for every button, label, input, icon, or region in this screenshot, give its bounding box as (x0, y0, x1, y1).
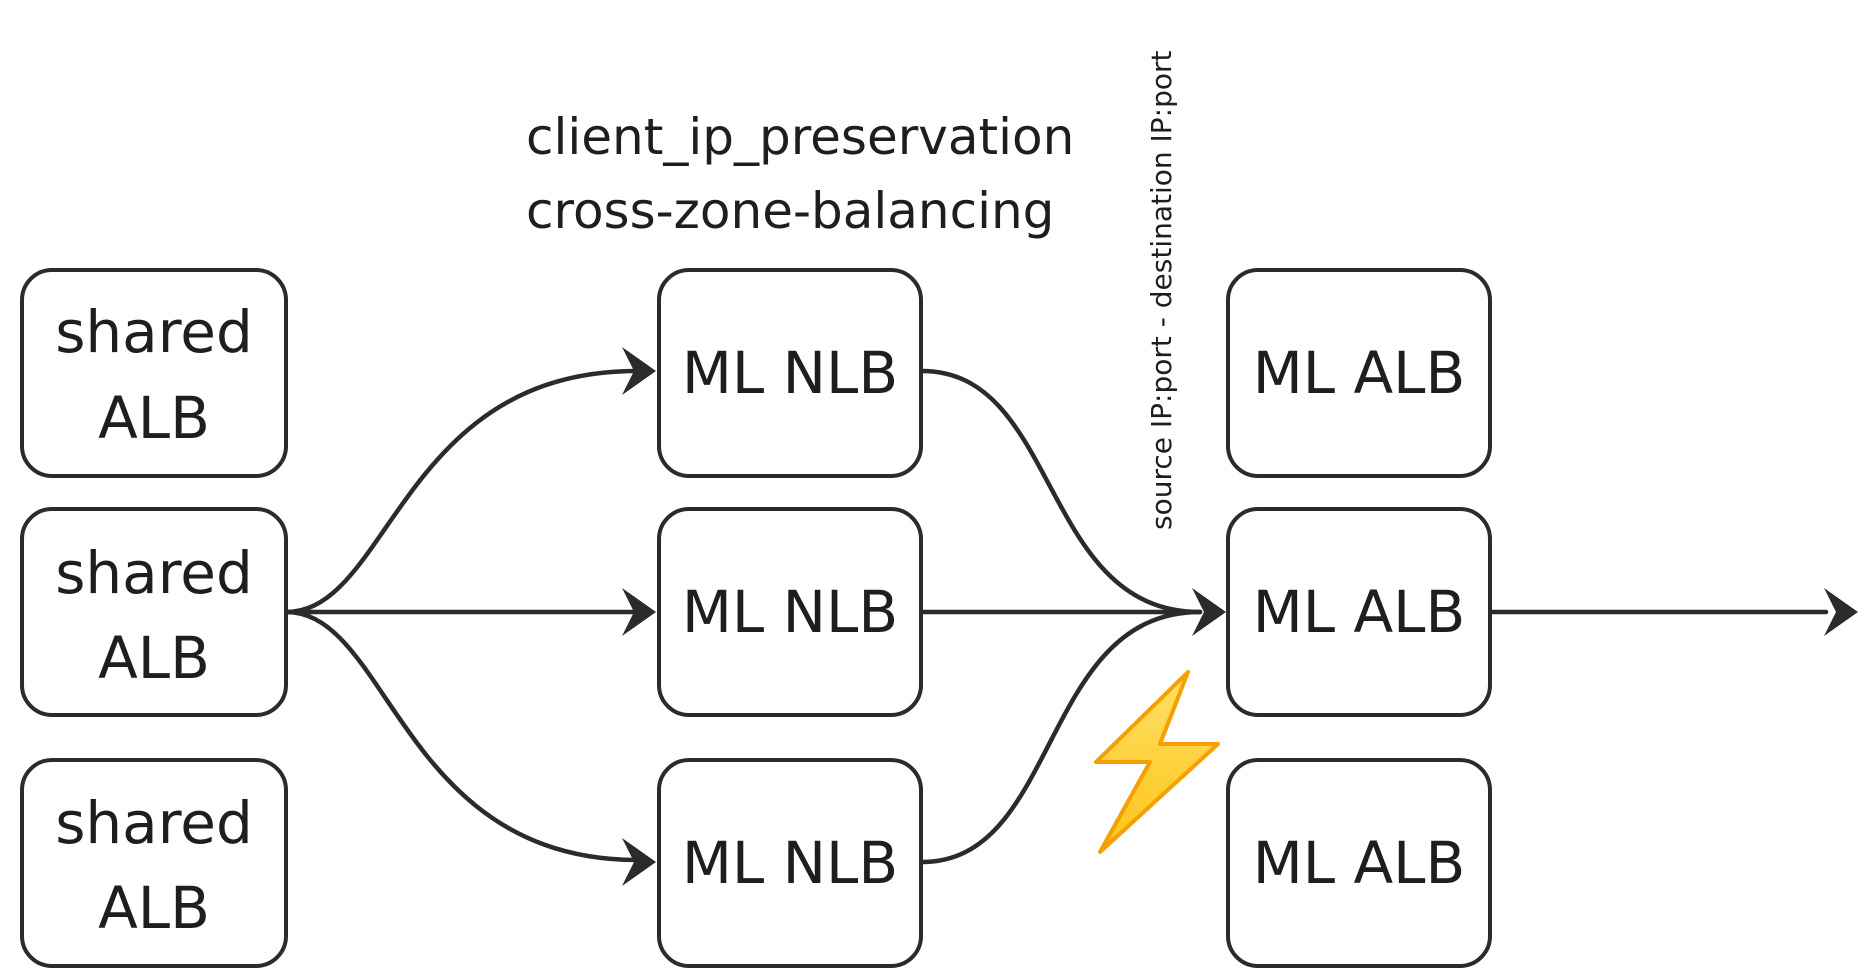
arrowhead-outside (1824, 588, 1858, 636)
edge-shared-alb-to-ml-nlb-3 (283, 609, 641, 863)
edge-label-source-destination: source IP:port - destination IP:port (1145, 50, 1178, 530)
ml-nlb-2-label: ML NLB (682, 578, 898, 646)
shared-alb-2-line2: ALB (98, 624, 210, 692)
arrowhead-ml-nlb-2 (622, 588, 656, 636)
shared-alb-1-line2: ALB (98, 384, 210, 452)
ml-nlb-node-1: ML NLB (657, 268, 923, 478)
lightning-bolt-icon (1094, 670, 1220, 854)
shared-alb-node-1: shared ALB (20, 268, 288, 478)
shared-alb-1-line1: shared (55, 298, 253, 366)
ml-alb-1-label: ML ALB (1253, 339, 1466, 407)
arrowhead-ml-alb-2 (1192, 588, 1226, 636)
shared-alb-2-line1: shared (55, 539, 253, 607)
arrowhead-ml-nlb-3 (622, 838, 656, 886)
edge-ml-nlb-1-to-ml-alb-2 (919, 368, 1203, 615)
edge-ml-nlb-3-to-ml-alb-2 (919, 609, 1203, 865)
note-cross-zone-balancing: cross-zone-balancing (526, 182, 1054, 240)
ml-alb-node-1: ML ALB (1226, 268, 1492, 478)
ml-alb-node-2: ML ALB (1226, 507, 1492, 717)
shared-alb-node-3: shared ALB (20, 758, 288, 968)
edge-shared-alb-to-ml-nlb-1 (283, 368, 641, 615)
shared-alb-node-2: shared ALB (20, 507, 288, 717)
ml-nlb-node-2: ML NLB (657, 507, 923, 717)
shared-alb-3-line2: ALB (98, 874, 210, 942)
arrowhead-ml-nlb-1 (622, 347, 656, 395)
ml-nlb-1-label: ML NLB (682, 339, 898, 407)
ml-alb-node-3: ML ALB (1226, 758, 1492, 968)
ml-nlb-3-label: ML NLB (682, 829, 898, 897)
ml-alb-3-label: ML ALB (1253, 829, 1466, 897)
note-client-ip-preservation: client_ip_preservation (526, 108, 1074, 166)
shared-alb-3-line1: shared (55, 789, 253, 857)
ml-alb-2-label: ML ALB (1253, 578, 1466, 646)
ml-nlb-node-3: ML NLB (657, 758, 923, 968)
